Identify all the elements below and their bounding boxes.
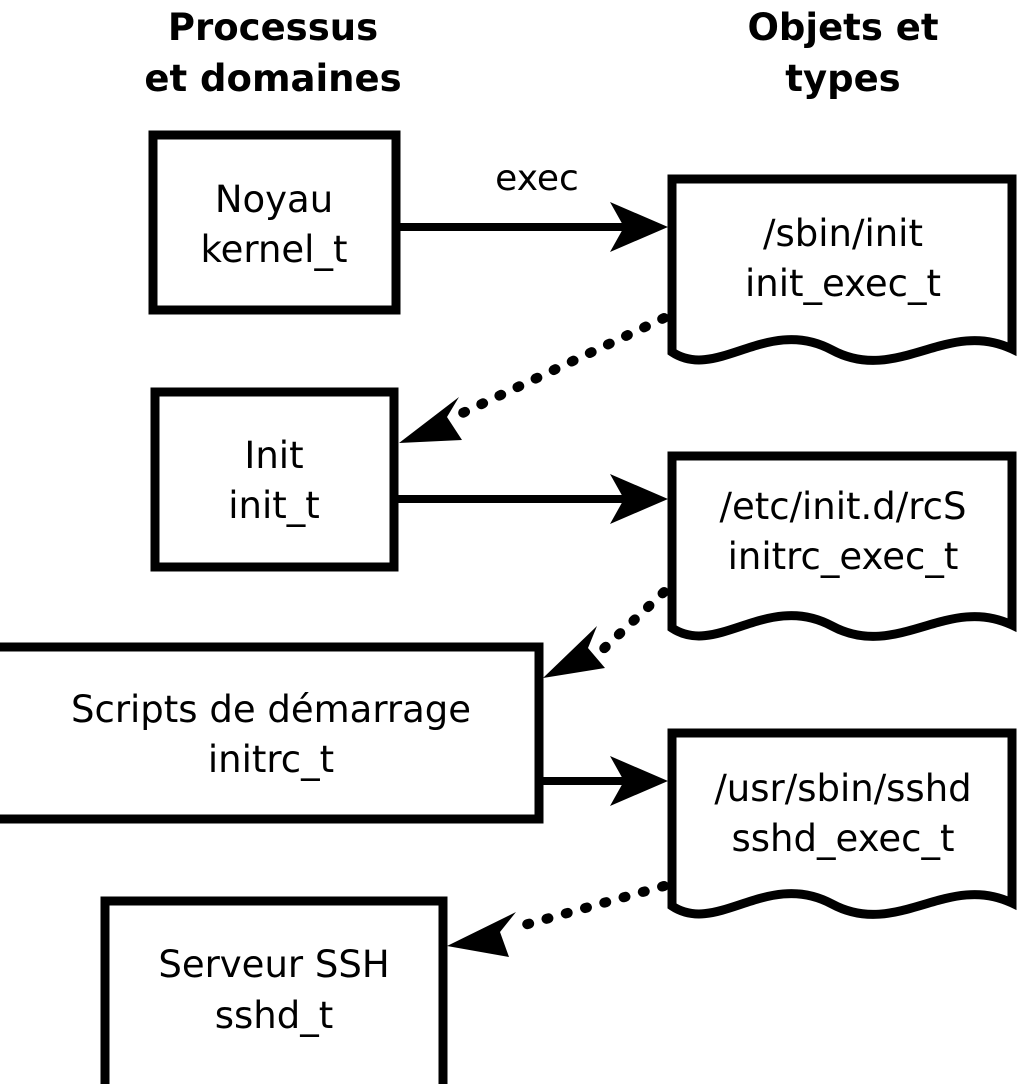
node-initrc_exec-line1: /etc/init.d/rcS (719, 485, 966, 528)
node-init-line2: init_t (228, 484, 320, 527)
edge-init-exec-initrc_exec (397, 474, 668, 524)
node-kernel-line1: Noyau (215, 178, 333, 221)
edge-initrc-exec-sshd_exec (543, 756, 668, 806)
column-header-objects: Objets et types (747, 6, 938, 100)
node-sshd_exec-document-shape[interactable] (667, 728, 1017, 919)
edge-line (592, 587, 669, 660)
node-sshd-line2: sshd_t (215, 994, 334, 1037)
arrow-head-icon (399, 397, 462, 443)
node-init_exec-line1: /sbin/init (763, 212, 923, 255)
node-sshd_exec[interactable]: /usr/sbin/sshd sshd_exec_t (667, 728, 1017, 919)
node-initrc-line2: initrc_t (208, 738, 334, 781)
node-init_exec[interactable]: /sbin/init init_exec_t (667, 174, 1017, 365)
node-initrc-line1: Scripts de démarrage (71, 688, 471, 731)
edge-init_exec-transition-init (399, 313, 669, 443)
edge-sshd_exec-transition-sshd (447, 881, 669, 957)
arrow-head-icon (543, 626, 605, 678)
node-sshd-line1: Serveur SSH (158, 943, 389, 986)
column-header-objects-line1: Objets et (747, 6, 938, 49)
node-sshd[interactable]: Serveur SSH sshd_t (100, 896, 448, 1084)
node-initrc_exec[interactable]: /etc/init.d/rcS initrc_exec_t (667, 451, 1017, 641)
column-header-processes-line2: et domaines (144, 57, 401, 100)
node-init-line1: Init (244, 434, 303, 477)
node-initrc-box[interactable] (0, 642, 544, 824)
column-header-processes: Processus et domaines (144, 6, 401, 100)
edge-initrc_exec-transition-initrc (543, 587, 669, 678)
arrow-head-icon (610, 474, 668, 524)
node-init[interactable]: Init init_t (150, 387, 399, 572)
node-init-box[interactable] (150, 387, 399, 572)
edge-kernel-exec-init_exec: exec (399, 158, 668, 252)
node-kernel-line2: kernel_t (201, 228, 348, 271)
node-sshd_exec-line2: sshd_exec_t (732, 817, 955, 860)
edge-line (505, 881, 669, 934)
node-initrc[interactable]: Scripts de démarrage initrc_t (0, 642, 544, 824)
edge-line (447, 313, 669, 423)
node-kernel-box[interactable] (148, 130, 401, 315)
column-header-objects-line2: types (785, 57, 900, 100)
node-initrc_exec-document-shape[interactable] (667, 451, 1017, 641)
node-sshd_exec-line1: /usr/sbin/sshd (714, 767, 971, 810)
edge-label-exec: exec (495, 158, 579, 199)
node-kernel[interactable]: Noyau kernel_t (148, 130, 401, 315)
arrow-head-icon (610, 202, 668, 252)
node-init_exec-document-shape[interactable] (667, 174, 1017, 365)
node-sshd-box[interactable] (100, 896, 448, 1084)
node-init_exec-line2: init_exec_t (745, 262, 941, 305)
arrow-head-icon (610, 756, 668, 806)
arrow-head-icon (447, 912, 516, 957)
column-header-processes-line1: Processus (168, 6, 378, 49)
node-initrc_exec-line2: initrc_exec_t (728, 535, 959, 578)
